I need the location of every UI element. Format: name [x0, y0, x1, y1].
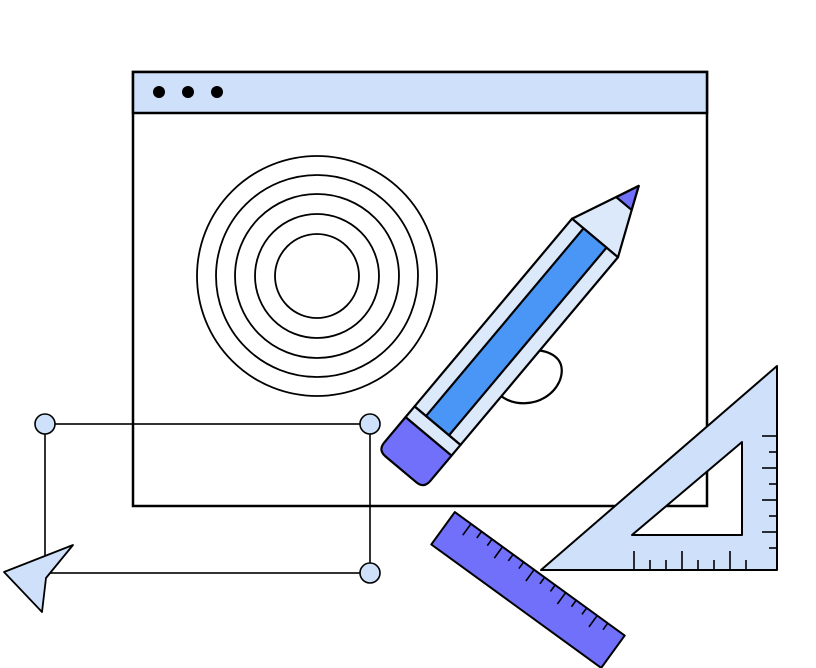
ruler-body [430, 511, 626, 668]
ruler-ticks [462, 523, 609, 631]
pencil-eraser [380, 416, 453, 487]
titlebar-dot-3 [211, 86, 223, 98]
selection-handle-top-left [34, 413, 56, 435]
window-titlebar [131, 70, 709, 115]
pencil-icon [380, 184, 640, 487]
selection-handle-top-right [359, 413, 381, 435]
titlebar-dot-1 [153, 86, 165, 98]
selection-rect [44, 423, 371, 574]
pencil-lead [615, 184, 640, 212]
ruler-icon [430, 511, 626, 668]
selection-box-icon [34, 413, 381, 584]
titlebar-dot-2 [182, 86, 194, 98]
concentric-circles-icon [196, 155, 438, 397]
set-square-ticks [633, 435, 777, 570]
selection-handle-bottom-right [359, 562, 381, 584]
set-square-icon [540, 365, 778, 571]
cursor-arrow-icon [3, 544, 74, 613]
